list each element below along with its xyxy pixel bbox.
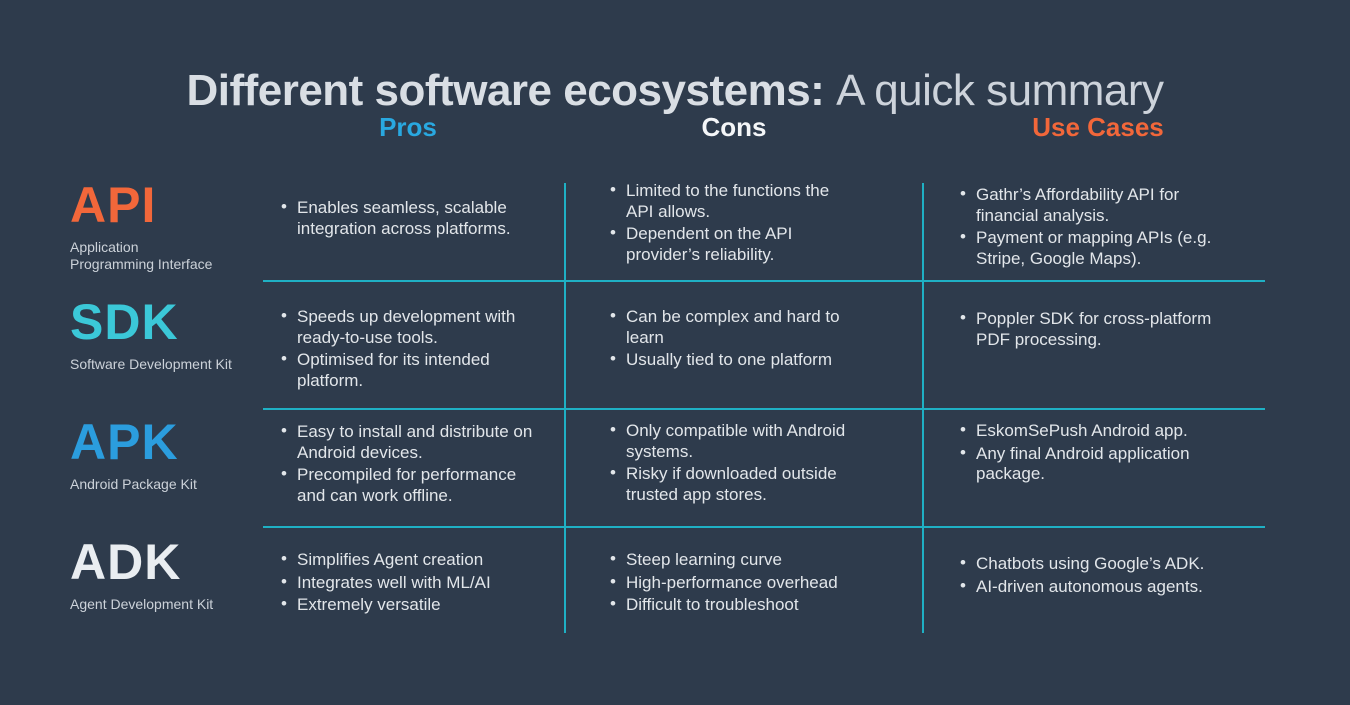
bullet-item: Dependent on the API provider’s reliabil… (610, 223, 854, 265)
row-label-sdk: SDK Software Development Kit (0, 281, 263, 409)
bullet-item: Extremely versatile (281, 594, 535, 616)
bullet-item: Simplifies Agent creation (281, 549, 535, 571)
bullet-item: Integrates well with ML/AI (281, 572, 535, 594)
row-acronym-apk: APK (70, 414, 179, 470)
sdk-pros-list: Speeds up development with ready-to-use … (263, 281, 565, 409)
bullet-item: Difficult to troubleshoot (610, 594, 854, 616)
column-header-cons: Cons (701, 112, 767, 142)
row-acronym-adk: ADK (70, 534, 182, 590)
page-title-bold: Different software ecosystems: (186, 66, 825, 116)
bullet-item: Usually tied to one platform (610, 349, 854, 371)
row-fullname-sdk: Software Development Kit (70, 356, 263, 373)
bullet-item: Chatbots using Google’s ADK. (960, 553, 1216, 575)
bullet-item: Precompiled for performance and can work… (281, 464, 535, 506)
divider-horizontal-sdk-apk (263, 408, 1265, 410)
page-title: Different software ecosystems: A quick s… (0, 65, 1350, 118)
bullet-item: Risky if downloaded outside trusted app … (610, 463, 854, 505)
bullet-item: Enables seamless, scalable integration a… (281, 197, 535, 239)
row-fullname-adk: Agent Development Kit (70, 596, 263, 613)
apk-use-cases-list: EskomSePush Android app. Any final Andro… (924, 409, 1265, 527)
column-header-use-cases: Use Cases (1032, 112, 1164, 142)
sdk-use-cases-list: Poppler SDK for cross-platform PDF proce… (924, 281, 1265, 409)
bullet-item: High-performance overhead (610, 572, 854, 594)
adk-use-cases-list: Chatbots using Google’s ADK. AI-driven a… (924, 527, 1265, 655)
api-use-cases-list: Gathr’s Affordability API for financial … (924, 160, 1265, 281)
adk-pros-list: Simplifies Agent creation Integrates wel… (263, 527, 565, 655)
bullet-item: Limited to the functions the API allows. (610, 180, 854, 222)
fullname-line: Android Package Kit (70, 476, 197, 492)
bullet-item: Optimised for its intended platform. (281, 349, 535, 391)
fullname-line: Programming Interface (70, 255, 213, 272)
table-row-adk: ADK Agent Development Kit Simplifies Age… (0, 527, 1350, 655)
adk-cons-list: Steep learning curve High-performance ov… (565, 527, 924, 655)
bullet-item: Payment or mapping APIs (e.g. Stripe, Go… (960, 227, 1216, 269)
apk-cons-list: Only compatible with Android systems. Ri… (565, 409, 924, 527)
bullet-item: Speeds up development with ready-to-use … (281, 306, 535, 348)
bullet-item: AI-driven autonomous agents. (960, 576, 1216, 598)
bullet-item: Steep learning curve (610, 549, 854, 571)
column-header-row: Pros Cons Use Cases (0, 112, 1350, 148)
bullet-item: Gathr’s Affordability API for financial … (960, 184, 1216, 226)
divider-horizontal-apk-adk (263, 526, 1265, 528)
bullet-item: Only compatible with Android systems. (610, 420, 854, 462)
column-header-pros: Pros (379, 112, 437, 142)
row-label-adk: ADK Agent Development Kit (0, 527, 263, 655)
bullet-item: Easy to install and distribute on Androi… (281, 421, 535, 463)
fullname-line: Agent Development Kit (70, 596, 214, 612)
table-row-apk: APK Android Package Kit Easy to install … (0, 409, 1350, 527)
row-acronym-api: API (70, 177, 157, 233)
row-acronym-sdk: SDK (70, 294, 179, 350)
apk-pros-list: Easy to install and distribute on Androi… (263, 409, 565, 527)
sdk-cons-list: Can be complex and hard to learn Usually… (565, 281, 924, 409)
divider-horizontal-api-sdk (263, 280, 1265, 282)
table-row-sdk: SDK Software Development Kit Speeds up d… (0, 281, 1350, 409)
api-cons-list: Limited to the functions the API allows.… (565, 160, 924, 281)
api-pros-list: Enables seamless, scalable integration a… (263, 160, 565, 281)
bullet-item: Any final Android application package. (960, 443, 1216, 485)
row-label-apk: APK Android Package Kit (0, 409, 263, 527)
row-fullname-apk: Android Package Kit (70, 476, 263, 493)
fullname-line: Software Development Kit (70, 356, 232, 372)
bullet-item: Poppler SDK for cross-platform PDF proce… (960, 308, 1216, 350)
bullet-item: EskomSePush Android app. (960, 420, 1216, 442)
page-title-regular: A quick summary (836, 66, 1164, 116)
page-title-light (824, 66, 836, 115)
fullname-line: Application (70, 239, 139, 255)
bullet-item: Can be complex and hard to learn (610, 306, 854, 348)
